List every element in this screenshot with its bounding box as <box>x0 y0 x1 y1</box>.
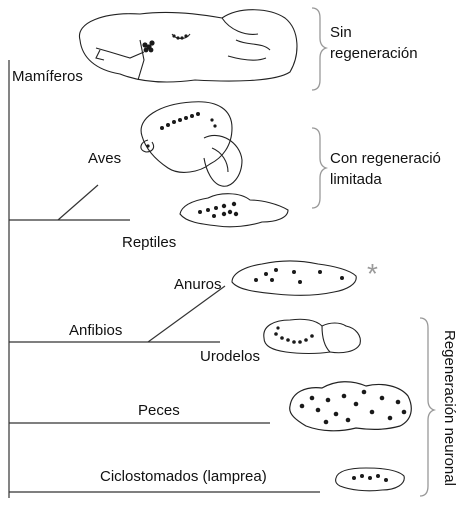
label-mamiferos: Mamíferos <box>12 68 83 86</box>
fish-brain-drawing <box>290 382 412 431</box>
brace-sin-regeneracion <box>312 8 326 90</box>
mammal-brain-drawing <box>79 10 297 82</box>
label-urodelos: Urodelos <box>200 348 260 366</box>
category-limitada-line1: Con regeneració <box>330 148 461 169</box>
mammal-neurogenic-dots <box>142 34 187 52</box>
category-sin-regeneracion: Sin regeneración <box>330 22 418 64</box>
urodele-neurogenic-dots <box>274 326 314 343</box>
brace-neuronal <box>420 318 434 496</box>
branch-aves <box>58 185 98 220</box>
branch-anuros <box>148 286 225 342</box>
label-peces: Peces <box>138 402 180 420</box>
category-sin-line1: Sin <box>330 22 418 43</box>
braces <box>312 8 434 496</box>
label-anuros: Anuros <box>174 276 222 294</box>
label-ciclostomados: Ciclostomados (lamprea) <box>100 468 267 486</box>
anuran-brain-drawing <box>232 261 356 295</box>
label-anfibios: Anfibios <box>69 322 122 340</box>
reptile-brain-drawing <box>180 194 288 227</box>
bird-neurogenic-dots <box>146 112 216 148</box>
reptile-neurogenic-dots <box>198 202 238 218</box>
category-limitada-line2: limitada <box>330 169 461 190</box>
category-regeneracion-neuronal: Regeneración neuronal <box>441 330 458 486</box>
label-reptiles: Reptiles <box>122 234 176 252</box>
anuran-neurogenic-dots <box>254 268 344 284</box>
category-sin-line2: regeneración <box>330 43 418 64</box>
fish-neurogenic-dots <box>300 390 407 425</box>
label-aves: Aves <box>88 150 121 168</box>
lamprey-neurogenic-dots <box>352 474 388 482</box>
brace-limitada <box>312 128 326 208</box>
asterisk-marker: * <box>367 260 378 288</box>
category-limitada: Con regeneració limitada <box>330 148 461 190</box>
